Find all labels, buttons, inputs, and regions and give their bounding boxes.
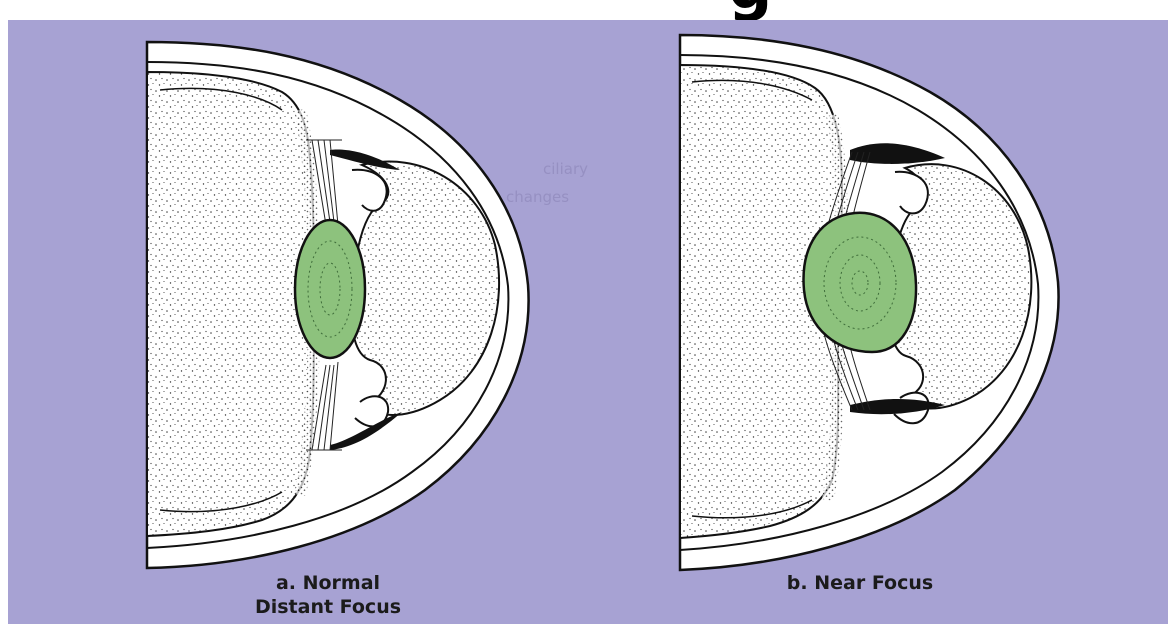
eye-a-distant-focus — [147, 42, 529, 568]
eye-b-near-focus — [680, 35, 1059, 570]
caption-b: b. Near Focus — [750, 571, 970, 595]
caption-b-line1: b. Near Focus — [750, 571, 970, 595]
caption-a-line1: a. Normal — [228, 571, 428, 595]
eye-a-vitreous — [147, 72, 314, 536]
caption-a-line2: Distant Focus — [228, 595, 428, 619]
caption-a: a. Normal Distant Focus — [228, 571, 428, 619]
eye-b-lens — [804, 213, 917, 352]
